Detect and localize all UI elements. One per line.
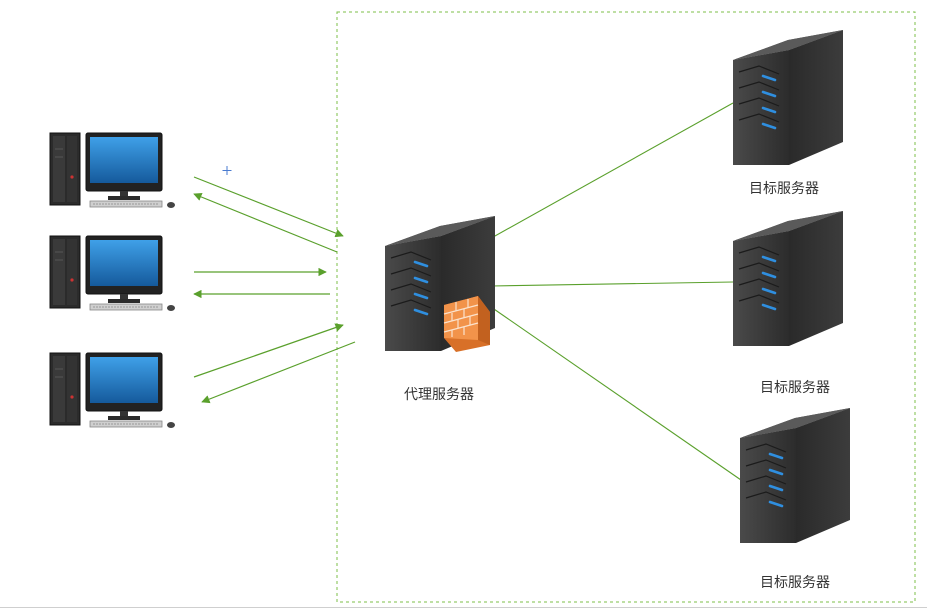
target-server-icon-2 <box>731 209 845 348</box>
target-server-icon-1 <box>731 28 845 167</box>
proxy-target-line-1 <box>485 102 734 242</box>
proxy-server-label: 代理服务器 <box>404 387 474 403</box>
server-zone-frame <box>336 11 916 603</box>
request-arrow-3 <box>193 323 344 378</box>
request-arrow-1 <box>193 176 344 238</box>
target-server-icon-3 <box>738 406 852 545</box>
response-arrow-3 <box>201 341 356 404</box>
cursor-crosshair-icon <box>222 166 232 175</box>
target-server-label-3: 目标服务器 <box>760 575 830 591</box>
client-computer-icon-2 <box>49 235 176 312</box>
proxy-target-line-2 <box>490 281 734 287</box>
target-server-label-1: 目标服务器 <box>749 181 819 197</box>
client-computer-icon-1 <box>49 132 176 209</box>
firewall-icon <box>443 296 490 352</box>
target-server-label-2: 目标服务器 <box>760 380 830 396</box>
client-computer-icon-3 <box>49 352 176 429</box>
proxy-target-line-3 <box>490 306 742 481</box>
response-arrow-1 <box>193 192 338 253</box>
canvas-bottom-edge <box>0 607 927 608</box>
